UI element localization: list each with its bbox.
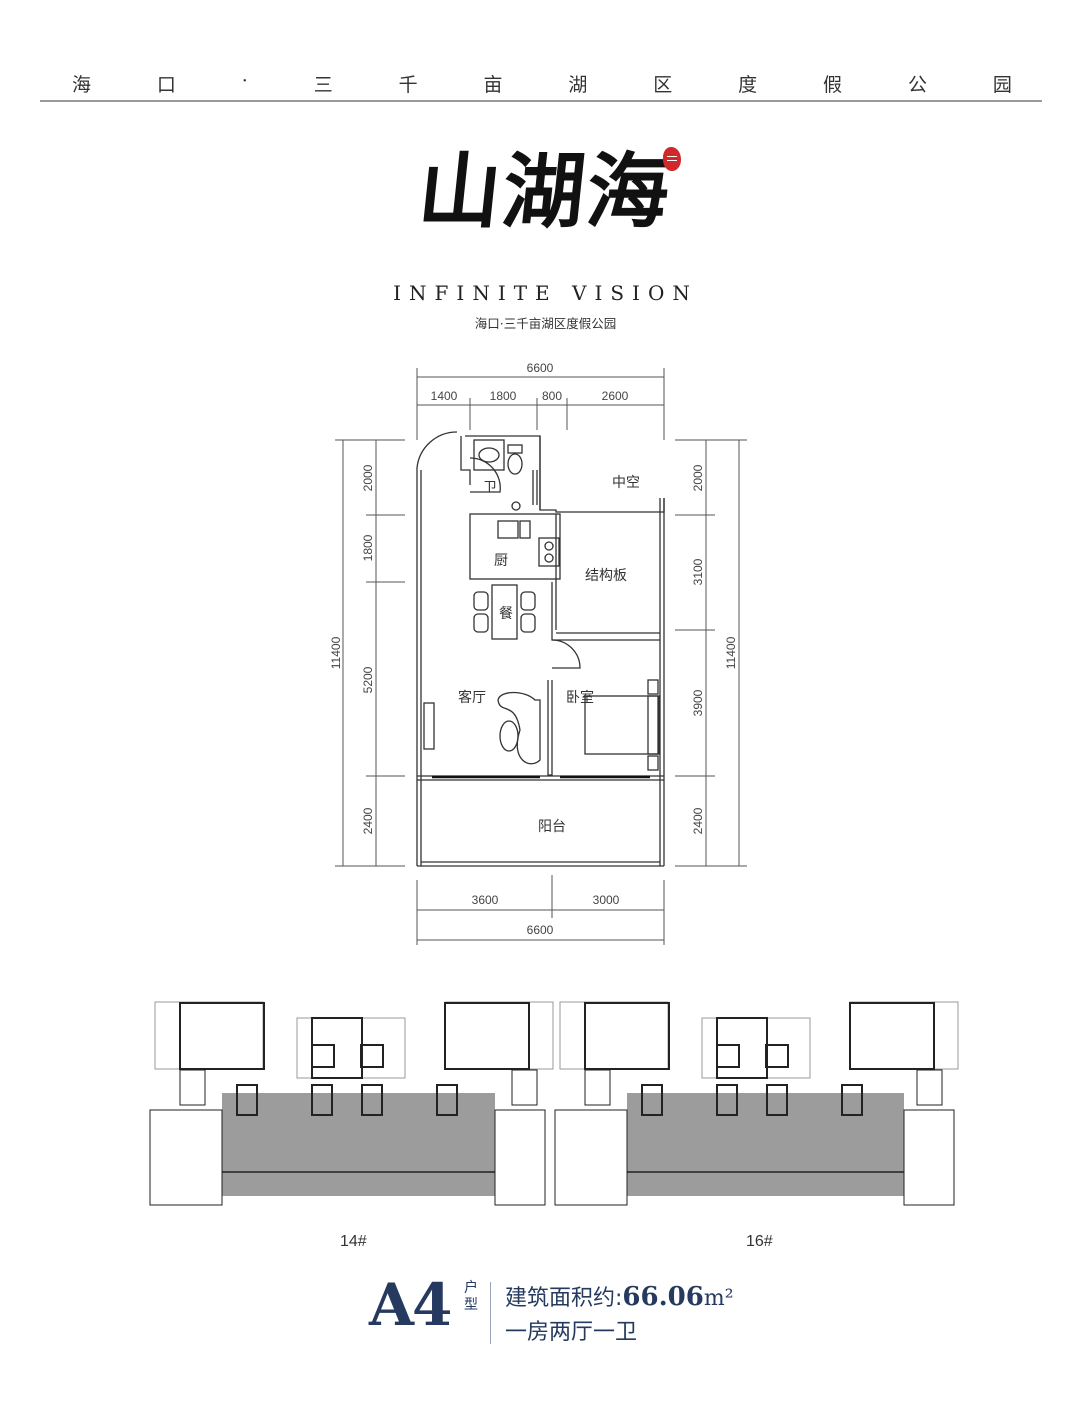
- dim-top-seg: 800: [542, 389, 562, 403]
- dim-left-seg: 5200: [361, 666, 375, 693]
- room-label-kitchen: 厨: [494, 553, 508, 569]
- building-label-16: 16#: [746, 1233, 773, 1250]
- project-name: 海 口 · 三 千 亩 湖 区 度 假 公 园: [40, 70, 1042, 97]
- dim-bottom-seg: 3600: [472, 893, 499, 907]
- room-label-bedroom: 卧室: [566, 689, 594, 706]
- left-dimension-lines: [335, 439, 405, 867]
- unit-layout: 一房两厅一卫: [505, 1320, 638, 1345]
- room-label-bathroom: 卫: [483, 480, 497, 496]
- unit-walls: [416, 431, 665, 867]
- unit-divider: [490, 1282, 491, 1344]
- header-char: 园: [992, 74, 1012, 96]
- right-dimension-lines: [675, 439, 747, 867]
- bottom-dimension-lines: [416, 875, 665, 945]
- logo-subtitle-cn: 海口·三千亩湖区度假公园: [474, 316, 617, 331]
- top-dimension-lines: [416, 368, 665, 440]
- red-seal-icon: [663, 147, 681, 171]
- dim-top-seg: 1400: [431, 389, 458, 403]
- header-char: 公: [907, 74, 927, 96]
- dim-top-seg: 1800: [490, 389, 517, 403]
- header-char: 三: [313, 74, 333, 96]
- header-char: 口: [156, 74, 176, 96]
- dim-right-seg: 2400: [691, 807, 705, 834]
- area-label: 建筑面积约:: [505, 1286, 623, 1311]
- header-divider: [40, 100, 1042, 102]
- header-char: 假: [823, 74, 843, 96]
- header-char: 千: [398, 74, 418, 96]
- area-unit: m²: [703, 1286, 734, 1311]
- header-char: 区: [653, 74, 673, 96]
- unit-type-tag: 户型: [464, 1280, 478, 1313]
- project-header: 海 口 · 三 千 亩 湖 区 度 假 公 园: [40, 70, 1042, 102]
- dim-top-seg: 2600: [602, 389, 629, 403]
- room-label-void: 中空: [612, 475, 640, 491]
- unit-code: A4: [369, 1271, 452, 1339]
- dim-top-total: 6600: [527, 361, 554, 375]
- key-plan-14: [149, 1001, 554, 1206]
- header-char: 亩: [483, 74, 503, 96]
- logo-subtitle-en: INFINITE VISION: [393, 281, 698, 305]
- dim-left-seg: 2400: [361, 807, 375, 834]
- header-char: 海: [72, 74, 92, 96]
- header-char: 湖: [568, 74, 588, 96]
- header-char: ·: [241, 70, 248, 92]
- dim-left-seg: 1800: [361, 534, 375, 561]
- dim-left-total: 11400: [329, 636, 343, 669]
- room-label-living-room: 客厅: [458, 689, 486, 706]
- area-line: 建筑面积约:66.06m²: [505, 1280, 734, 1312]
- dim-left-seg: 2000: [361, 464, 375, 491]
- header-char: 度: [738, 74, 758, 96]
- room-label-structural-slab: 结构板: [585, 568, 627, 584]
- dim-bottom-seg: 3000: [593, 893, 620, 907]
- unit-info-block: A4 户型 建筑面积约:66.06m² 一房两厅一卫: [365, 1270, 785, 1350]
- area-value: 66.06: [622, 1282, 704, 1312]
- dim-right-seg: 2000: [691, 464, 705, 491]
- dim-right-total: 11400: [724, 636, 738, 669]
- building-label-14: 14#: [340, 1233, 367, 1250]
- dim-bottom-total: 6600: [527, 923, 554, 937]
- dim-right-seg: 3100: [691, 558, 705, 585]
- room-label-balcony: 阳台: [538, 819, 566, 835]
- key-plan-16: [554, 1001, 959, 1206]
- room-label-dining: 餐: [499, 606, 513, 622]
- dim-right-seg: 3900: [691, 689, 705, 716]
